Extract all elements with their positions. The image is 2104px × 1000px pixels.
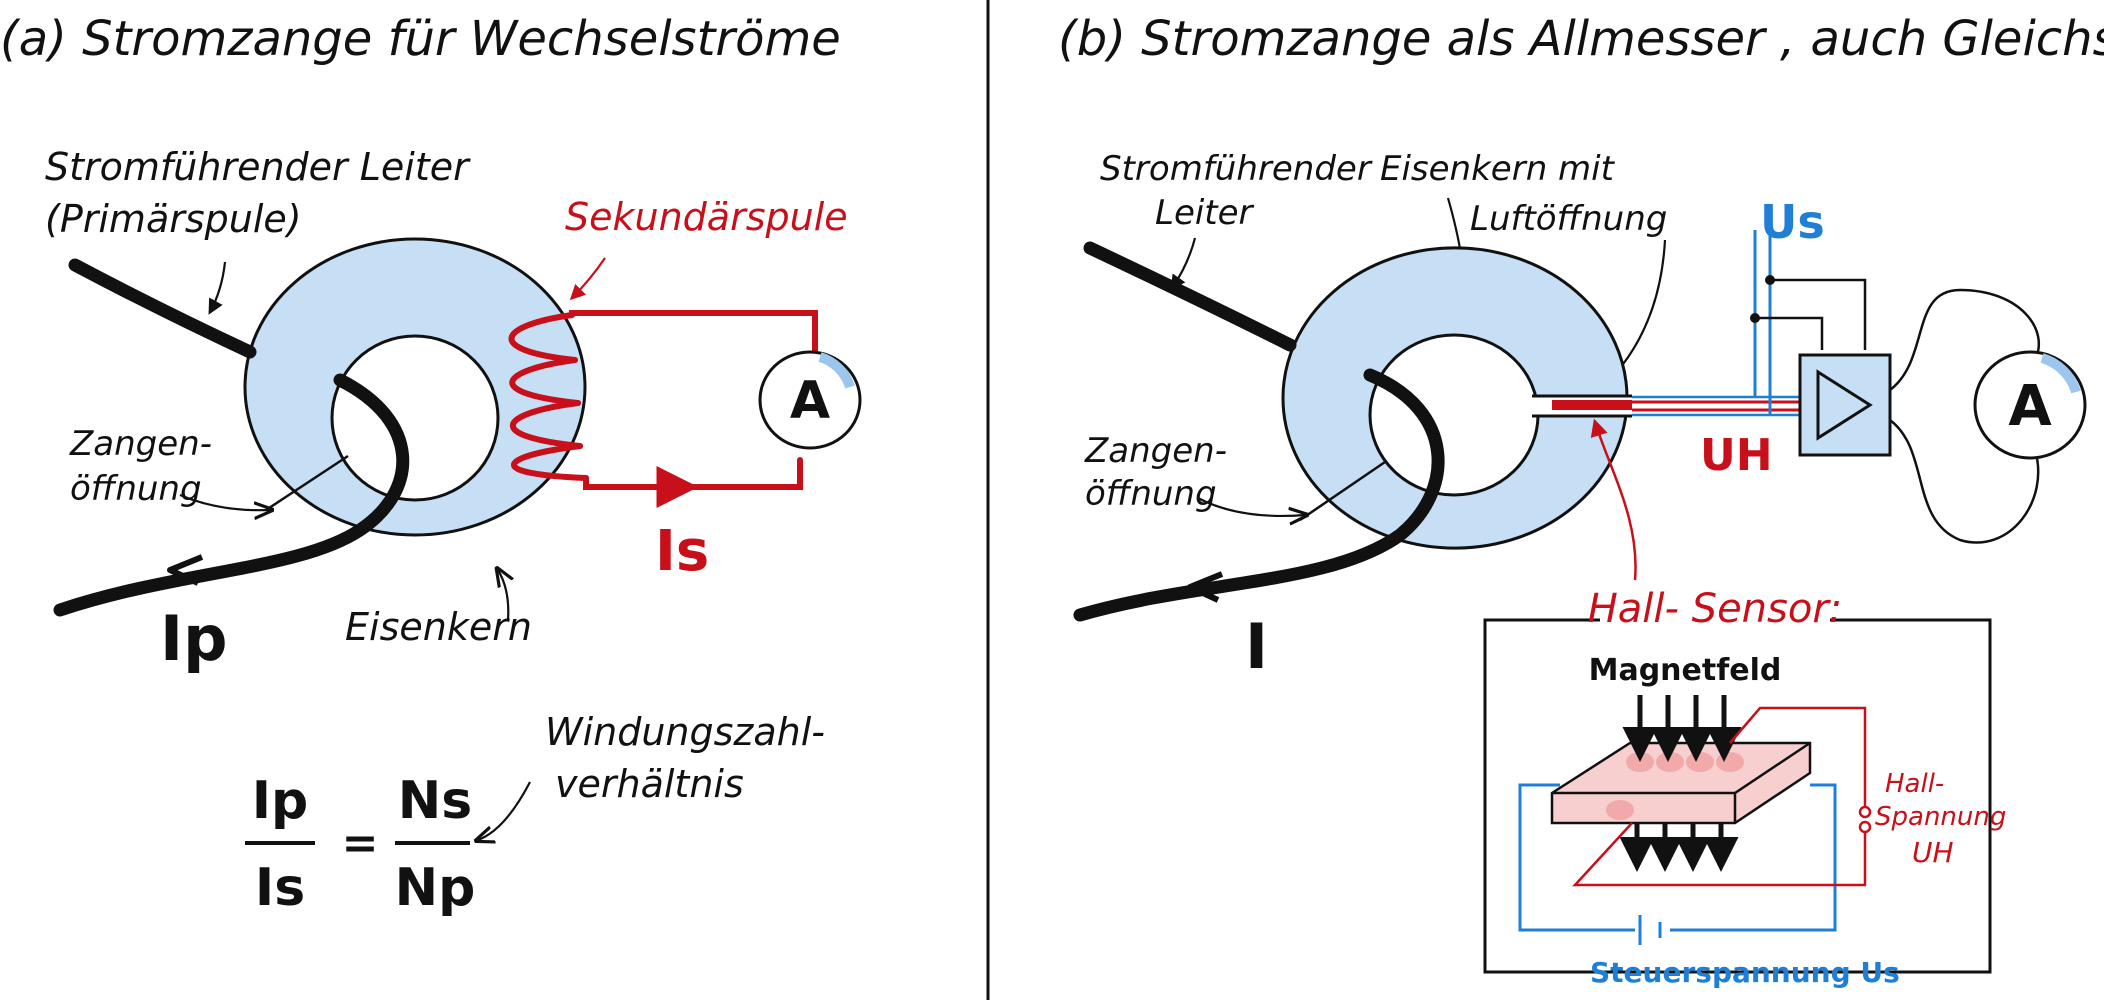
formula-den-right: Np [395, 858, 476, 918]
jaw-sublabel-a: öffnung [70, 469, 202, 509]
secondary-coil-label: Sekundärspule [565, 195, 848, 239]
hall-sensor-pointer [1590, 418, 1637, 581]
iron-core-a [243, 237, 587, 537]
hall-sensor-frame [1483, 618, 1992, 974]
control-voltage-label: Steuerspannung Us [1590, 956, 1900, 989]
core-label-b: Eisenkern mit [1380, 149, 1616, 189]
ratio-sublabel: verhältnis [555, 762, 744, 806]
secondary-pointer [569, 257, 606, 301]
ammeter-highlight-a [818, 352, 855, 389]
conductor-label-a: Stromführender Leiter [45, 145, 471, 189]
control-circuit [1518, 783, 1837, 932]
panel-a-title: (a) Stromzange für Wechselströme [0, 11, 841, 67]
hall-voltage-text: Hall- [1885, 769, 1944, 799]
amplifier-supply-wires [1755, 278, 1867, 350]
formula-num-left: Ip [252, 771, 309, 831]
jaw-slit-b [1299, 460, 1386, 522]
supply-wires [1753, 230, 1772, 415]
ammeter-symbol-a: A [790, 371, 830, 431]
jaw-pointer-a [179, 493, 270, 510]
panel-b: (b) Stromzange als Allmesser , auch Glei… [1058, 11, 2104, 989]
amplifier-triangle-icon [1816, 369, 1873, 441]
junction-dot-2 [1750, 313, 1760, 323]
magnetic-field-label: Magnetfeld [1589, 653, 1782, 688]
conductor-label-b: Stromführender [1100, 149, 1373, 189]
conductor-pointer-b [1170, 237, 1197, 291]
current-label-b: I [1245, 610, 1268, 683]
jaw-label-a: Zangen- [69, 424, 212, 464]
ammeter-symbol-b: A [2008, 374, 2052, 439]
hall-sensor-detail: Hall- Sensor: Magnetfeld [1483, 586, 2006, 989]
core-label-a: Eisenkern [345, 605, 532, 649]
ratio-label: Windungszahl- [545, 710, 825, 754]
hall-sensor-heading: Hall- Sensor: [1588, 586, 1843, 632]
ratio-pointer [478, 781, 531, 840]
primary-current-arrow-a [167, 554, 204, 586]
hall-voltage-symbol: UH [1912, 836, 1954, 869]
conductor-in-b [1083, 241, 1297, 352]
conductor-sublabel-a: (Primärspule) [45, 197, 302, 241]
primary-conductor-in-a [68, 258, 257, 359]
jaw-sublabel-b: öffnung [1085, 474, 1217, 514]
junction-dot-1 [1765, 275, 1775, 285]
current-secondary-label: Is [655, 519, 709, 584]
supply-label: Us [1760, 195, 1825, 249]
hall-voltage-circuit [1572, 706, 1867, 887]
transformer-formula: Ip Is = Ns Np [245, 771, 475, 918]
conductor-pointer-a [208, 261, 227, 315]
jaw-label-b: Zangen- [1084, 431, 1227, 471]
core-sublabel-b: Luftöffnung [1470, 199, 1667, 239]
output-wire-2 [1889, 419, 2040, 544]
output-wire-1 [1889, 288, 2041, 391]
conductor-sublabel-b: Leiter [1155, 193, 1255, 233]
hall-voltage-label: UH [1700, 430, 1773, 481]
panel-a: (a) Stromzange für Wechselströme Stromfü… [0, 11, 862, 918]
formula-den-left: Is [255, 858, 305, 918]
conductor-out-b [1073, 368, 1445, 622]
amplifier-box [1798, 353, 1892, 457]
current-arrow-b [1187, 571, 1224, 603]
primary-conductor-out-a [53, 373, 410, 617]
current-primary-label: Ip [160, 602, 227, 675]
ammeter-highlight-b [2040, 353, 2081, 394]
terminal-2 [1858, 820, 1872, 834]
charge-spot-4 [1716, 752, 1744, 772]
jaw-slit-a [265, 454, 349, 512]
hall-voltage-text-2: Spannung [1875, 802, 2006, 832]
field-arrows-top [1622, 695, 1742, 762]
ammeter-b [1973, 350, 2087, 460]
jaw-pointer-b [1197, 497, 1305, 516]
charge-spot-3 [1686, 752, 1714, 772]
panel-b-title: (b) Stromzange als Allmesser , auch Glei… [1058, 11, 2104, 67]
formula-num-right: Ns [398, 771, 472, 831]
core-pointer-a [498, 570, 508, 621]
hall-plate [1550, 741, 1812, 825]
ammeter-a [758, 350, 862, 450]
hall-plate-edges [1552, 741, 1811, 823]
charge-spot-5 [1606, 800, 1634, 820]
terminal-1 [1858, 805, 1872, 819]
hall-element-in-gap [1552, 400, 1632, 410]
formula-equals: = [342, 818, 379, 869]
field-arrows-bottom [1619, 823, 1739, 872]
